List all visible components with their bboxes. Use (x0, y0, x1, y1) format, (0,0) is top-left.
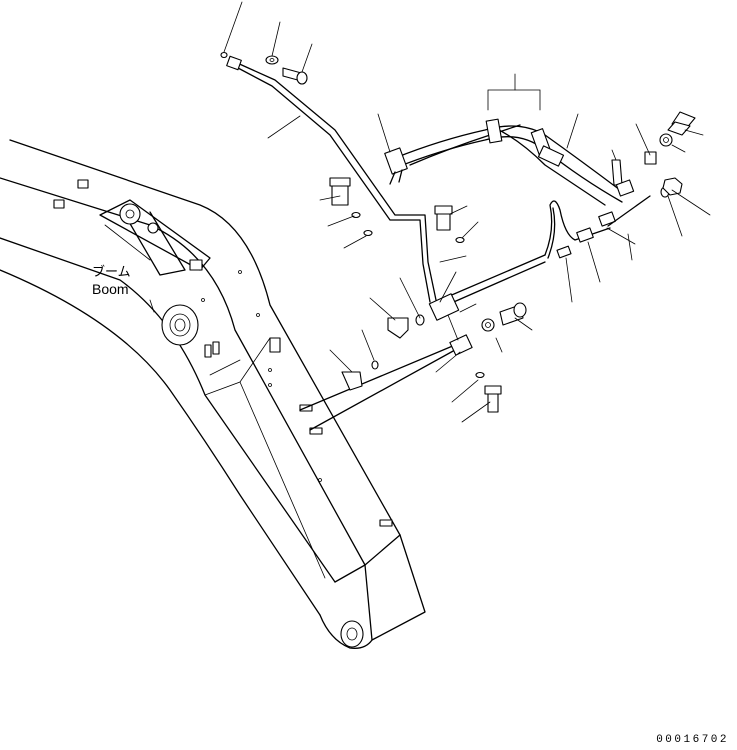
boom-label-english: Boom (92, 281, 129, 297)
boom-label-japanese: ブーム (92, 264, 131, 280)
loose-parts (220, 51, 696, 413)
leader-lines (223, 1, 711, 423)
boom-structure (0, 139, 426, 649)
document-number: 00016702 (656, 734, 729, 746)
hydraulic-piping (226, 55, 623, 431)
